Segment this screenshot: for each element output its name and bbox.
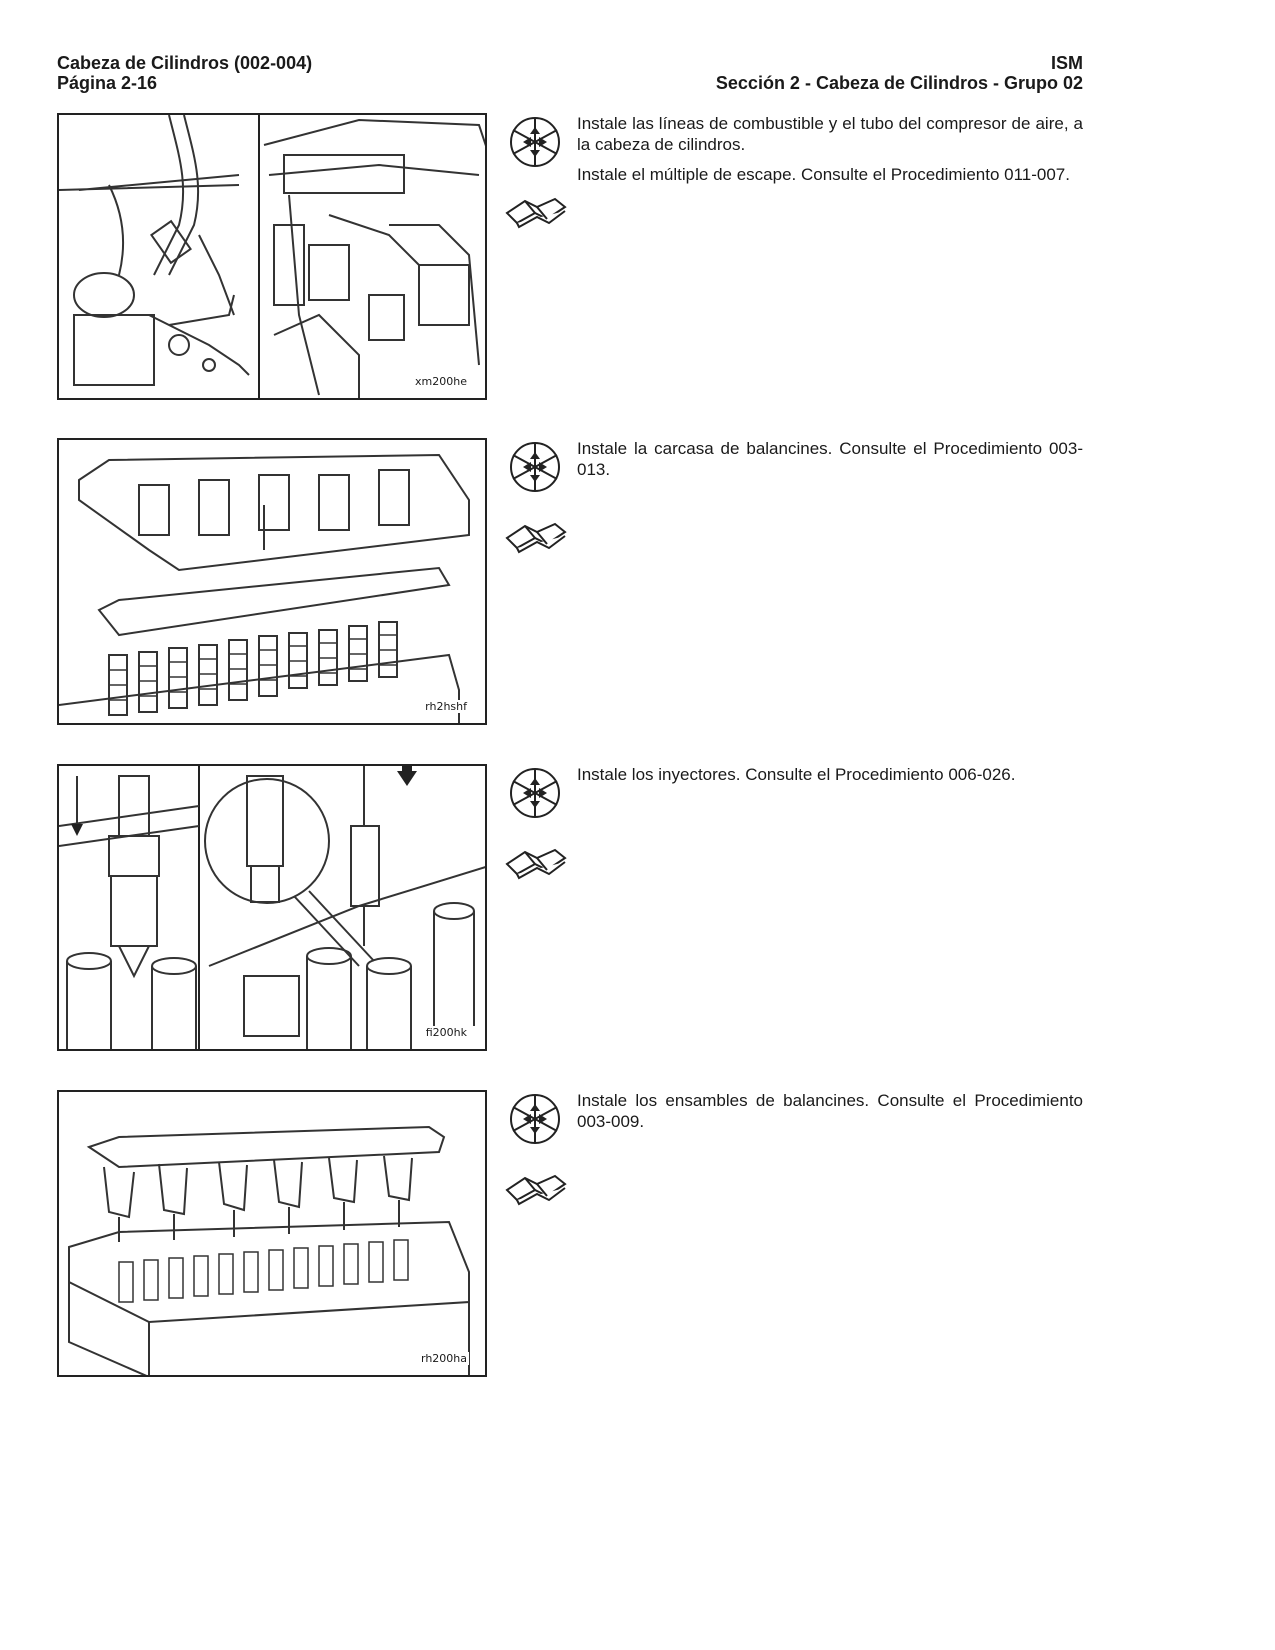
step-instructions: Instale los inyectores. Consulte el Proc… — [577, 764, 1083, 794]
injectors-drawing — [59, 766, 485, 1049]
instruction-paragraph: Instale el múltiple de escape. Consulte … — [577, 165, 1070, 184]
procedure-step-2: rh2hshf Instale la carcasa de balancines… — [57, 438, 1083, 728]
service-manual-icon — [505, 848, 567, 880]
instruction-paragraph: Instale los ensambles de balancines. Con… — [577, 1091, 1083, 1131]
procedure-step-4: rh200ha Instale los ensambles de balanci… — [57, 1090, 1083, 1380]
page-number: Página 2-16 — [57, 73, 158, 93]
illustration-rocker-assemblies: rh200ha — [57, 1090, 487, 1377]
figure-code: rh200ha — [418, 1352, 469, 1365]
running-header-right: ISM Sección 2 - Cabeza de Cilindros - Gr… — [716, 53, 1083, 93]
figure-code: rh2hshf — [423, 700, 469, 713]
illustration-fuel-lines: xm200he — [57, 113, 487, 400]
step-instructions: Instale las líneas de combustible y el t… — [577, 113, 1083, 194]
section-title: Sección 2 - Cabeza de Cilindros - Grupo … — [715, 73, 1083, 93]
procedure-step-1: xm200he Instale las líneas de combustibl… — [57, 113, 1083, 403]
instruction-paragraph: Instale los inyectores. Consulte el Proc… — [577, 765, 1016, 784]
rocker-housing-drawing — [59, 453, 470, 723]
install-icon — [510, 1094, 560, 1144]
illustration-rocker-housing: rh2hshf — [57, 438, 487, 725]
running-header-left: Cabeza de Cilindros (002-004) Página 2-1… — [57, 53, 312, 93]
figure-code: xm200he — [413, 375, 469, 388]
instruction-paragraph: Instale las líneas de combustible y el t… — [577, 114, 1083, 154]
instruction-paragraph: Instale la carcasa de balancines. Consul… — [577, 439, 1083, 479]
service-manual-icon — [505, 522, 567, 554]
step-instructions: Instale la carcasa de balancines. Consul… — [577, 438, 1083, 489]
fuel-lines-drawing — [59, 115, 485, 398]
install-icon — [510, 442, 560, 492]
procedure-step-3: fi200hk Instale los inyectores. Consulte… — [57, 764, 1083, 1054]
rocker-assemblies-drawing — [68, 1125, 470, 1375]
engine-model: ISM — [1050, 53, 1083, 73]
illustration-injectors: fi200hk — [57, 764, 487, 1051]
install-icon — [510, 768, 560, 818]
chapter-title: Cabeza de Cilindros (002-004) — [57, 53, 313, 73]
service-manual-icon — [505, 197, 567, 229]
step-instructions: Instale los ensambles de balancines. Con… — [577, 1090, 1083, 1141]
install-icon — [510, 117, 560, 167]
figure-code: fi200hk — [423, 1026, 469, 1039]
service-manual-icon — [505, 1174, 567, 1206]
